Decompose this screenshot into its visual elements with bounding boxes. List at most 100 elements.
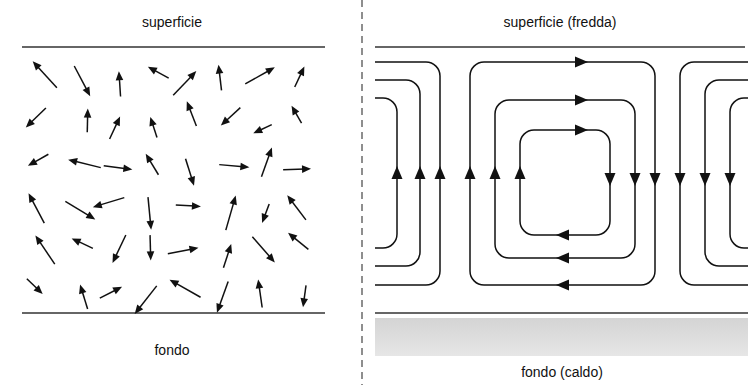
arrow-head bbox=[123, 165, 132, 173]
arrow-head bbox=[146, 154, 154, 164]
motion-arrow bbox=[84, 109, 92, 133]
arrow-shaft bbox=[259, 285, 262, 307]
arrow-shaft bbox=[283, 168, 305, 170]
arrow-shaft bbox=[225, 108, 240, 122]
arrow-shaft bbox=[261, 153, 269, 177]
arrow-head bbox=[33, 61, 42, 70]
arrow-shaft bbox=[175, 283, 201, 298]
flow-arrowhead bbox=[575, 125, 588, 136]
motion-arrow bbox=[287, 195, 306, 220]
arrow-head bbox=[112, 287, 122, 294]
flow-line bbox=[375, 80, 420, 266]
flow-line bbox=[495, 100, 635, 258]
motion-arrow bbox=[283, 165, 311, 173]
arrow-head bbox=[72, 238, 82, 245]
arrow-shaft bbox=[39, 240, 55, 264]
flow-arrowhead bbox=[465, 166, 476, 179]
arrow-shaft bbox=[31, 199, 44, 224]
arrow-shaft bbox=[74, 161, 101, 168]
motion-arrow bbox=[173, 71, 196, 95]
arrow-head bbox=[265, 148, 272, 158]
motion-arrow bbox=[300, 285, 308, 307]
arrow-shaft bbox=[173, 75, 192, 95]
motion-arrow bbox=[149, 117, 157, 138]
arrow-head bbox=[216, 65, 224, 74]
flow-arrowhead bbox=[556, 230, 569, 241]
arrow-shaft bbox=[148, 197, 151, 224]
arrow-shaft bbox=[74, 66, 87, 91]
motion-arrow bbox=[135, 286, 157, 314]
arrow-head bbox=[113, 253, 120, 263]
motion-arrow bbox=[110, 116, 120, 139]
arrow-shaft bbox=[291, 200, 306, 220]
flow-line bbox=[705, 80, 748, 266]
motion-arrow bbox=[170, 280, 201, 298]
panel-label: superficie (fredda) bbox=[504, 14, 617, 30]
flow-arrowhead bbox=[700, 173, 711, 186]
motion-arrow bbox=[219, 163, 249, 171]
arrow-shaft bbox=[293, 237, 309, 250]
flow-arrowhead bbox=[575, 95, 588, 106]
arrow-head bbox=[68, 158, 78, 165]
arrow-head bbox=[113, 116, 120, 126]
motion-arrow bbox=[216, 65, 224, 91]
divider-line bbox=[361, 0, 362, 385]
arrow-head bbox=[225, 244, 232, 254]
flow-arrowhead bbox=[605, 173, 616, 186]
motion-arrow bbox=[168, 246, 199, 254]
arrow-head bbox=[230, 196, 237, 206]
flow-arrowhead bbox=[392, 166, 403, 179]
motion-arrow bbox=[245, 67, 275, 84]
arrow-head bbox=[265, 67, 275, 75]
motion-arrow bbox=[104, 165, 133, 173]
arrow-head bbox=[240, 163, 249, 171]
arrow-head bbox=[147, 221, 155, 230]
motion-arrow bbox=[113, 235, 126, 263]
arrow-shaft bbox=[99, 198, 125, 206]
arrow-head bbox=[192, 202, 201, 210]
arrow-head bbox=[302, 165, 311, 173]
motion-arrow bbox=[221, 108, 241, 126]
motion-arrow bbox=[72, 238, 93, 248]
arrow-shaft bbox=[252, 237, 271, 258]
flow-arrowhead bbox=[415, 166, 426, 179]
motion-arrow bbox=[176, 202, 201, 210]
arrow-shaft bbox=[186, 159, 193, 180]
motion-arrow bbox=[261, 148, 272, 177]
flow-arrowhead bbox=[490, 166, 501, 179]
arrow-head bbox=[216, 303, 223, 313]
arrow-head bbox=[34, 285, 43, 294]
arrow-head bbox=[287, 195, 295, 204]
motion-arrow bbox=[252, 237, 274, 263]
panel-label: fondo (caldo) bbox=[521, 364, 603, 380]
arrow-shaft bbox=[245, 70, 269, 84]
motion-arrow bbox=[262, 204, 269, 223]
arrow-head bbox=[135, 305, 144, 314]
motion-arrow bbox=[68, 158, 101, 168]
motion-arrow bbox=[186, 159, 195, 186]
flow-arrowhead bbox=[630, 173, 641, 186]
arrow-shaft bbox=[37, 66, 57, 88]
arrow-shaft bbox=[138, 286, 156, 309]
flow-arrowhead bbox=[556, 280, 569, 291]
motion-arrow bbox=[292, 106, 302, 123]
flow-line bbox=[375, 62, 440, 285]
arrow-shaft bbox=[219, 282, 228, 307]
arrow-head bbox=[288, 233, 297, 242]
flow-arrowhead bbox=[556, 253, 569, 264]
motion-arrow bbox=[65, 201, 95, 219]
arrow-head bbox=[297, 66, 304, 76]
surface-line bbox=[22, 46, 325, 48]
arrow-head bbox=[28, 158, 38, 166]
arrow-head bbox=[187, 101, 194, 111]
arrow-shaft bbox=[168, 249, 193, 254]
arrow-head bbox=[300, 298, 308, 307]
arrow-head bbox=[149, 117, 156, 127]
motion-arrow bbox=[256, 279, 264, 307]
motion-arrow bbox=[27, 279, 43, 294]
arrow-head bbox=[253, 126, 263, 133]
panel-label: superficie bbox=[142, 14, 202, 30]
flow-line bbox=[680, 62, 748, 285]
motion-arrow bbox=[187, 101, 197, 126]
heated-bottom bbox=[375, 318, 748, 356]
